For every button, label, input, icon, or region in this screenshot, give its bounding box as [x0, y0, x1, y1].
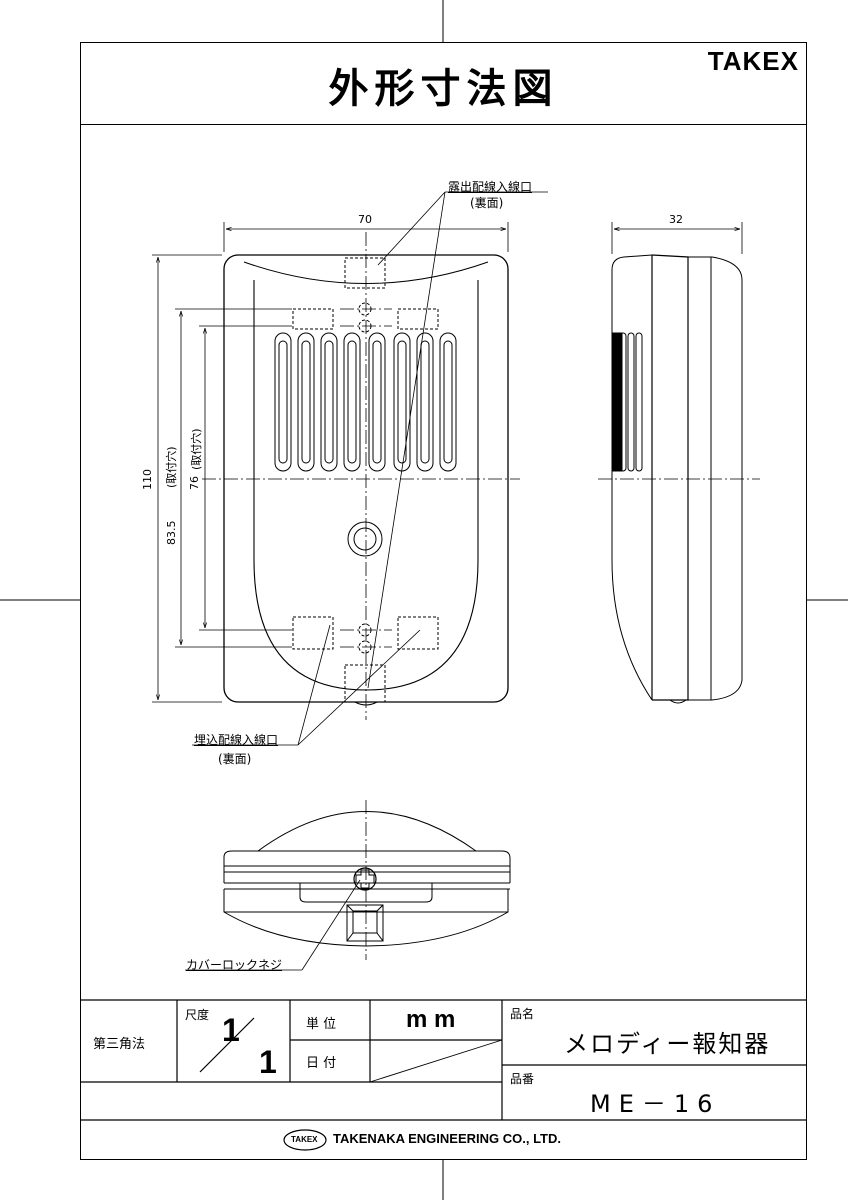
dim-mount-outer-value-wrap: 83.5: [165, 521, 178, 546]
unit-label: 単 位: [306, 1017, 337, 1032]
brand-logo: TAKEX: [707, 46, 799, 76]
dim-mount-inner: 76: [188, 476, 201, 490]
unit-value: m m: [406, 1006, 456, 1033]
dim-mount-outer-value: 83.5: [165, 520, 178, 546]
dim-width-front: 70: [358, 213, 372, 226]
title-block-lines: [80, 999, 807, 1121]
scale-label: 尺度: [185, 1008, 210, 1022]
front-dimensions: [152, 222, 509, 703]
product-number-label: 品番: [510, 1072, 535, 1086]
company-logo: [283, 1129, 327, 1151]
bottom-view: [223, 800, 511, 960]
front-view: [202, 232, 520, 720]
drawing-frame: [80, 42, 807, 1160]
dim-mount-inner-note-wrap: (取付穴): [188, 428, 204, 470]
side-slots: [611, 332, 643, 472]
product-number: ME－16: [590, 1090, 721, 1118]
product-name: メロディー報知器: [564, 1030, 771, 1058]
title-bar: 外形寸法図 TAKEX: [80, 42, 807, 125]
date-label: 日 付: [306, 1056, 337, 1071]
callout-cover-lock-screw: カバーロックネジ: [186, 958, 283, 972]
dim-mount-inner-note: (取付穴): [190, 428, 203, 470]
company-name: TAKENAKA ENGINEERING CO., LTD.: [333, 1131, 561, 1146]
side-dimensions: [611, 222, 743, 254]
dim-width-side: 32: [669, 213, 683, 226]
product-name-label: 品名: [510, 1007, 535, 1021]
callout-exposed-wiring-sub: (裏面): [470, 196, 504, 210]
projection-method: 第三角法: [93, 1037, 146, 1052]
scale-numerator: 1: [222, 1012, 240, 1048]
dim-height-total: 110: [141, 469, 154, 490]
scale-denominator: 1: [259, 1044, 277, 1080]
company-logo-text: TAKEX: [291, 1135, 318, 1144]
callout-embedded-wiring-sub: (裏面): [218, 752, 252, 766]
side-view: [598, 254, 760, 704]
callout-embedded-wiring: 埋込配線入線口: [194, 733, 279, 747]
page-title: 外形寸法図: [328, 66, 559, 112]
dim-mount-inner-value: 76: [188, 476, 201, 490]
callout-exposed-wiring: 露出配線入線口: [448, 180, 533, 194]
dim-mount-outer-note: (取付穴): [165, 446, 178, 488]
dim-height-total-value: 110: [141, 469, 154, 490]
leader-lines: [185, 191, 548, 971]
dim-mount-outer: (取付穴): [163, 446, 179, 488]
